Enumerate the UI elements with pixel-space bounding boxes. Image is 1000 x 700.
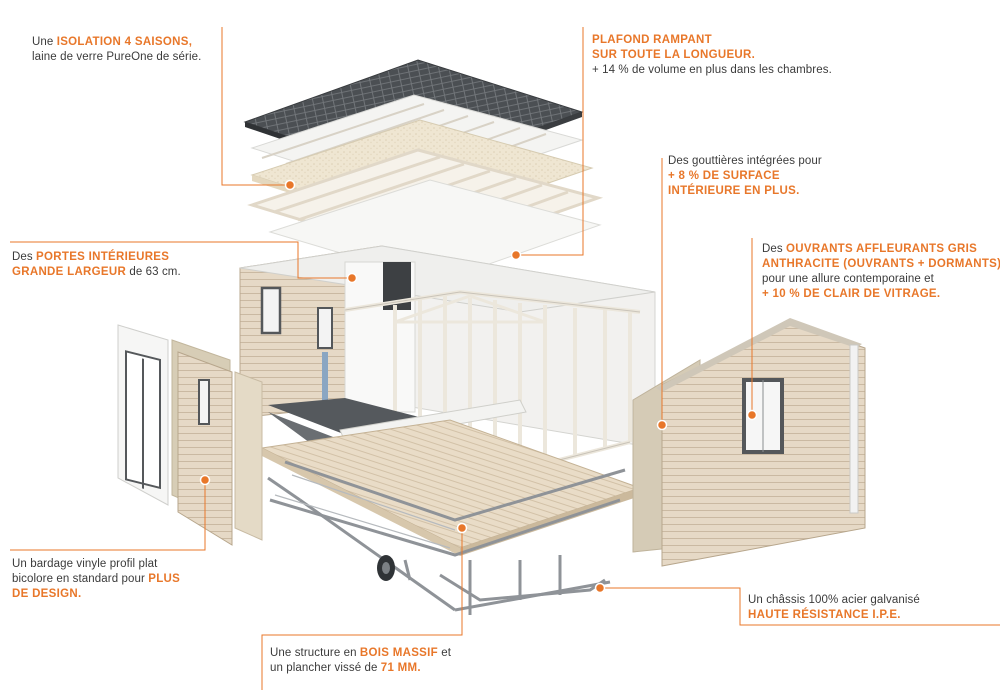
portes-highlight-1: PORTES INTÉRIEURES (36, 251, 170, 263)
plafond-line-1: PLAFOND RAMPANT (592, 34, 712, 46)
callout-structure: Une structure en BOIS MASSIF et un planc… (270, 646, 451, 676)
callout-isolation: Une ISOLATION 4 SAISONS, laine de verre … (32, 35, 201, 65)
callout-chassis: Un châssis 100% acier galvanisé HAUTE RÉ… (748, 593, 920, 623)
callout-ouvrants: Des OUVRANTS AFFLEURANTS GRIS ANTHRACITE… (762, 242, 1000, 302)
structure-highlight-1: BOIS MASSIF (359, 647, 438, 659)
gouttieres-line-1: Des gouttières intégrées pour (668, 155, 822, 167)
floor-panel (260, 419, 642, 556)
structure-suffix-1: et (437, 647, 452, 659)
callout-portes: Des PORTES INTÉRIEURES GRANDE LARGEUR de… (12, 250, 181, 280)
isolation-prefix: Une (32, 36, 57, 48)
plafond-line-3: + 14 % de volume en plus dans les chambr… (592, 64, 832, 76)
portes-suffix: de 63 cm. (126, 266, 181, 278)
chassis-highlight: HAUTE RÉSISTANCE I.P.E. (748, 609, 901, 621)
structure-prefix-2: un plancher vissé de (270, 662, 381, 674)
chassis-line-1: Un châssis 100% acier galvanisé (748, 594, 920, 606)
gouttieres-line-2: + 8 % DE SURFACE (668, 170, 780, 182)
siding-panel (177, 351, 233, 546)
right-gable-wall (632, 318, 866, 567)
leader-dots (199, 179, 758, 594)
portes-prefix: Des (12, 251, 37, 263)
structure-highlight-2: 71 MM. (380, 662, 421, 674)
ouvrants-line-3: pour une allure contemporaine et (762, 273, 934, 285)
ouvrants-highlight-4: + 10 % DE CLAIR DE VITRAGE. (762, 288, 941, 300)
portes-highlight-2: GRANDE LARGEUR (12, 266, 127, 278)
callout-plafond: PLAFOND RAMPANT SUR TOUTE LA LONGUEUR. +… (592, 33, 832, 78)
left-end-wall (117, 324, 169, 506)
plafond-line-2: SUR TOUTE LA LONGUEUR. (592, 49, 756, 61)
structure-prefix-1: Une structure en (270, 647, 360, 659)
callout-bardage: Un bardage vinyle profil plat bicolore e… (12, 557, 180, 602)
callout-gouttieres: Des gouttières intégrées pour + 8 % DE S… (668, 154, 822, 199)
ouvrants-highlight-1: OUVRANTS AFFLEURANTS GRIS (786, 243, 978, 255)
bardage-line-1: Un bardage vinyle profil plat (12, 558, 158, 570)
bardage-highlight-1: PLUS (148, 573, 181, 585)
bardage-prefix: bicolore en standard pour (12, 573, 149, 585)
leader-lines (10, 27, 1000, 690)
isolation-line-2: laine de verre PureOne de série. (32, 51, 202, 63)
steel-chassis (269, 460, 626, 615)
ouvrants-prefix: Des (762, 243, 787, 255)
bardage-highlight-2: DE DESIGN. (12, 588, 82, 600)
wheel (377, 555, 395, 581)
ouvrants-highlight-2: ANTHRACITE (OUVRANTS + DORMANTS) (762, 258, 1000, 270)
gouttieres-line-3: INTÉRIEURE EN PLUS. (668, 185, 800, 197)
isolation-highlight: ISOLATION 4 SAISONS, (56, 36, 193, 48)
